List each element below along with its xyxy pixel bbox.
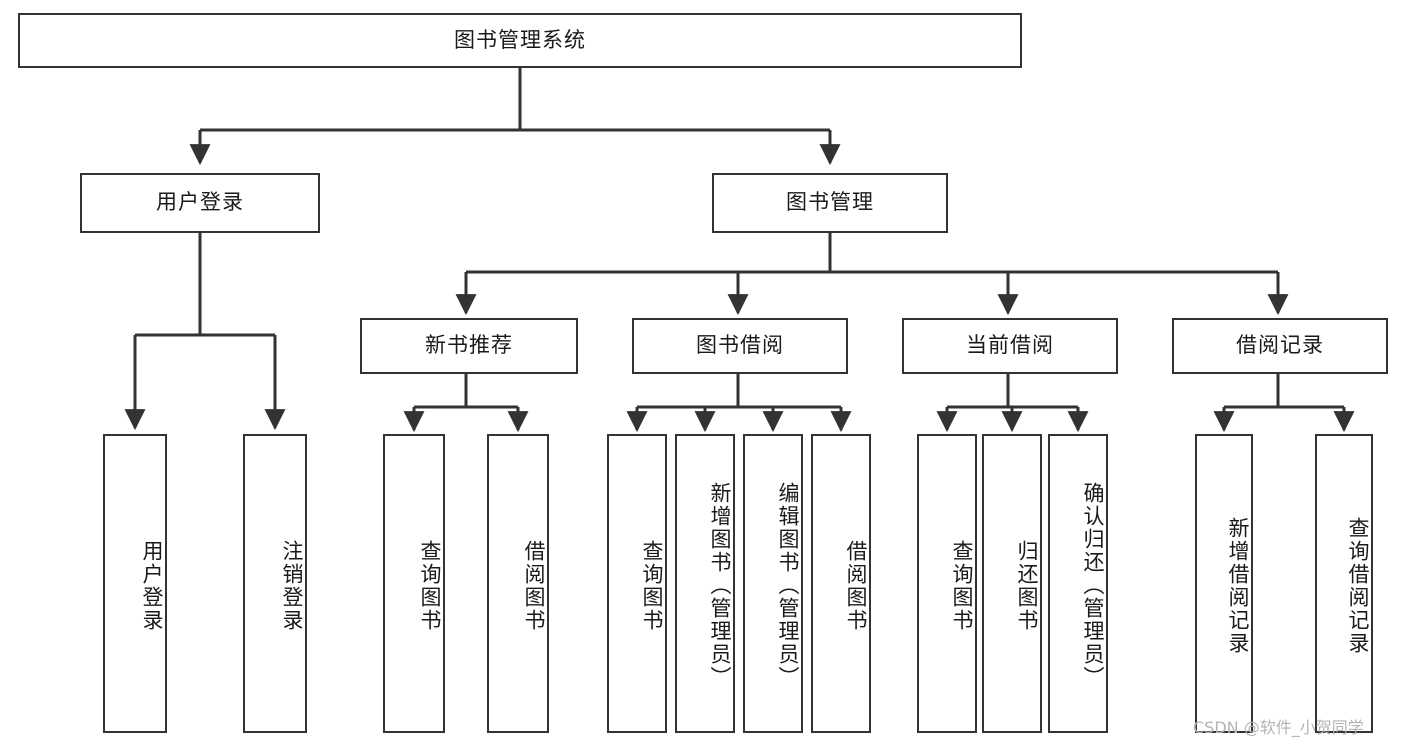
node-label: 新增借阅记录 <box>1226 516 1250 655</box>
node-label: 新增图书（管理员） <box>708 482 732 689</box>
node-label: 查询图书 <box>640 539 664 632</box>
node-label: 图书管理系统 <box>454 27 586 52</box>
csdn-watermark: CSDN @软件_小贺同学 <box>1193 718 1364 737</box>
leaf-new-book-borrow-book[interactable]: 借阅图书 <box>487 434 549 733</box>
node-label: 新书推荐 <box>425 333 513 358</box>
node-label: 图书管理 <box>786 190 874 215</box>
leaf-book-borrow-add-book-admin[interactable]: 新增图书（管理员） <box>675 434 735 733</box>
node-label: 归还图书 <box>1015 539 1039 632</box>
node-label: 查询图书 <box>418 539 442 632</box>
node-book-borrow[interactable]: 图书借阅 <box>632 318 848 374</box>
node-label: 查询借阅记录 <box>1346 516 1370 655</box>
node-new-book-recommend[interactable]: 新书推荐 <box>360 318 578 374</box>
leaf-borrow-record-query-record[interactable]: 查询借阅记录 <box>1315 434 1373 733</box>
node-book-management[interactable]: 图书管理 <box>712 173 948 233</box>
node-label: 借阅记录 <box>1236 333 1324 358</box>
node-label: 查询图书 <box>950 539 974 632</box>
leaf-user-login-logout[interactable]: 注销登录 <box>243 434 307 733</box>
node-borrow-record[interactable]: 借阅记录 <box>1172 318 1388 374</box>
leaf-current-borrow-return-book[interactable]: 归还图书 <box>982 434 1042 733</box>
node-current-borrow[interactable]: 当前借阅 <box>902 318 1118 374</box>
node-label: 借阅图书 <box>844 539 868 632</box>
node-label: 注销登录 <box>280 539 304 632</box>
node-label: 图书借阅 <box>696 333 784 358</box>
leaf-current-borrow-confirm-return-admin[interactable]: 确认归还（管理员） <box>1048 434 1108 733</box>
leaf-book-borrow-edit-book-admin[interactable]: 编辑图书（管理员） <box>743 434 803 733</box>
leaf-book-borrow-borrow-book[interactable]: 借阅图书 <box>811 434 871 733</box>
leaf-book-borrow-query-book[interactable]: 查询图书 <box>607 434 667 733</box>
node-label: 用户登录 <box>140 539 164 632</box>
node-user-login[interactable]: 用户登录 <box>80 173 320 233</box>
node-label: 编辑图书（管理员） <box>776 482 800 689</box>
node-label: 用户登录 <box>156 190 244 215</box>
leaf-current-borrow-query-book[interactable]: 查询图书 <box>917 434 977 733</box>
leaf-user-login-login[interactable]: 用户登录 <box>103 434 167 733</box>
node-label: 确认归还（管理员） <box>1081 482 1105 689</box>
leaf-borrow-record-add-record[interactable]: 新增借阅记录 <box>1195 434 1253 733</box>
node-root-book-management-system[interactable]: 图书管理系统 <box>18 13 1022 68</box>
node-label: 借阅图书 <box>522 539 546 632</box>
node-label: 当前借阅 <box>966 333 1054 358</box>
leaf-new-book-query-book[interactable]: 查询图书 <box>383 434 445 733</box>
